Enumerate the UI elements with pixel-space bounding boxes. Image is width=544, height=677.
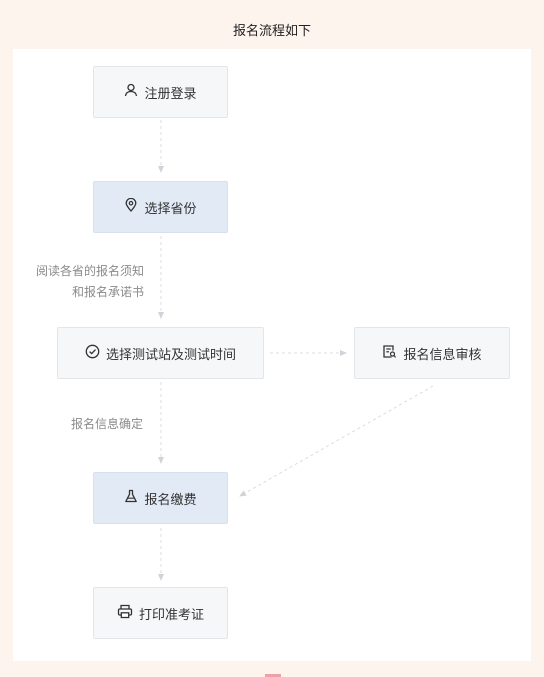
step-review-label: 报名信息审核 [403,347,482,363]
step-province: 选择省份 [93,181,228,233]
step-register-label: 注册登录 [144,86,197,102]
location-pin-icon [124,197,138,216]
step-register: 注册登录 [93,66,228,118]
step-site-time: 选择测试站及测试时间 [57,327,264,379]
step-payment: 报名缴费 [93,472,228,524]
note-read-notice: 阅读各省的报名须知 和报名承诺书 [15,261,144,303]
step-payment-label: 报名缴费 [144,492,197,508]
note-read-line2: 和报名承诺书 [71,285,144,299]
arrow-review-to-payment [239,385,434,497]
document-review-icon [382,344,397,363]
page-title: 报名流程如下 [232,24,311,39]
step-print-label: 打印准考证 [138,607,204,623]
bottom-decoration [265,674,281,677]
step-site-time-label: 选择测试站及测试时间 [105,347,236,363]
step-province-label: 选择省份 [144,201,197,217]
note-confirm: 报名信息确定 [70,417,143,431]
note-read-line1: 阅读各省的报名须知 [35,264,144,278]
flask-icon [124,489,138,507]
step-review: 报名信息审核 [354,327,510,379]
check-circle-icon [85,344,100,363]
step-print: 打印准考证 [93,587,228,639]
printer-icon [117,604,133,623]
user-icon [124,83,138,101]
